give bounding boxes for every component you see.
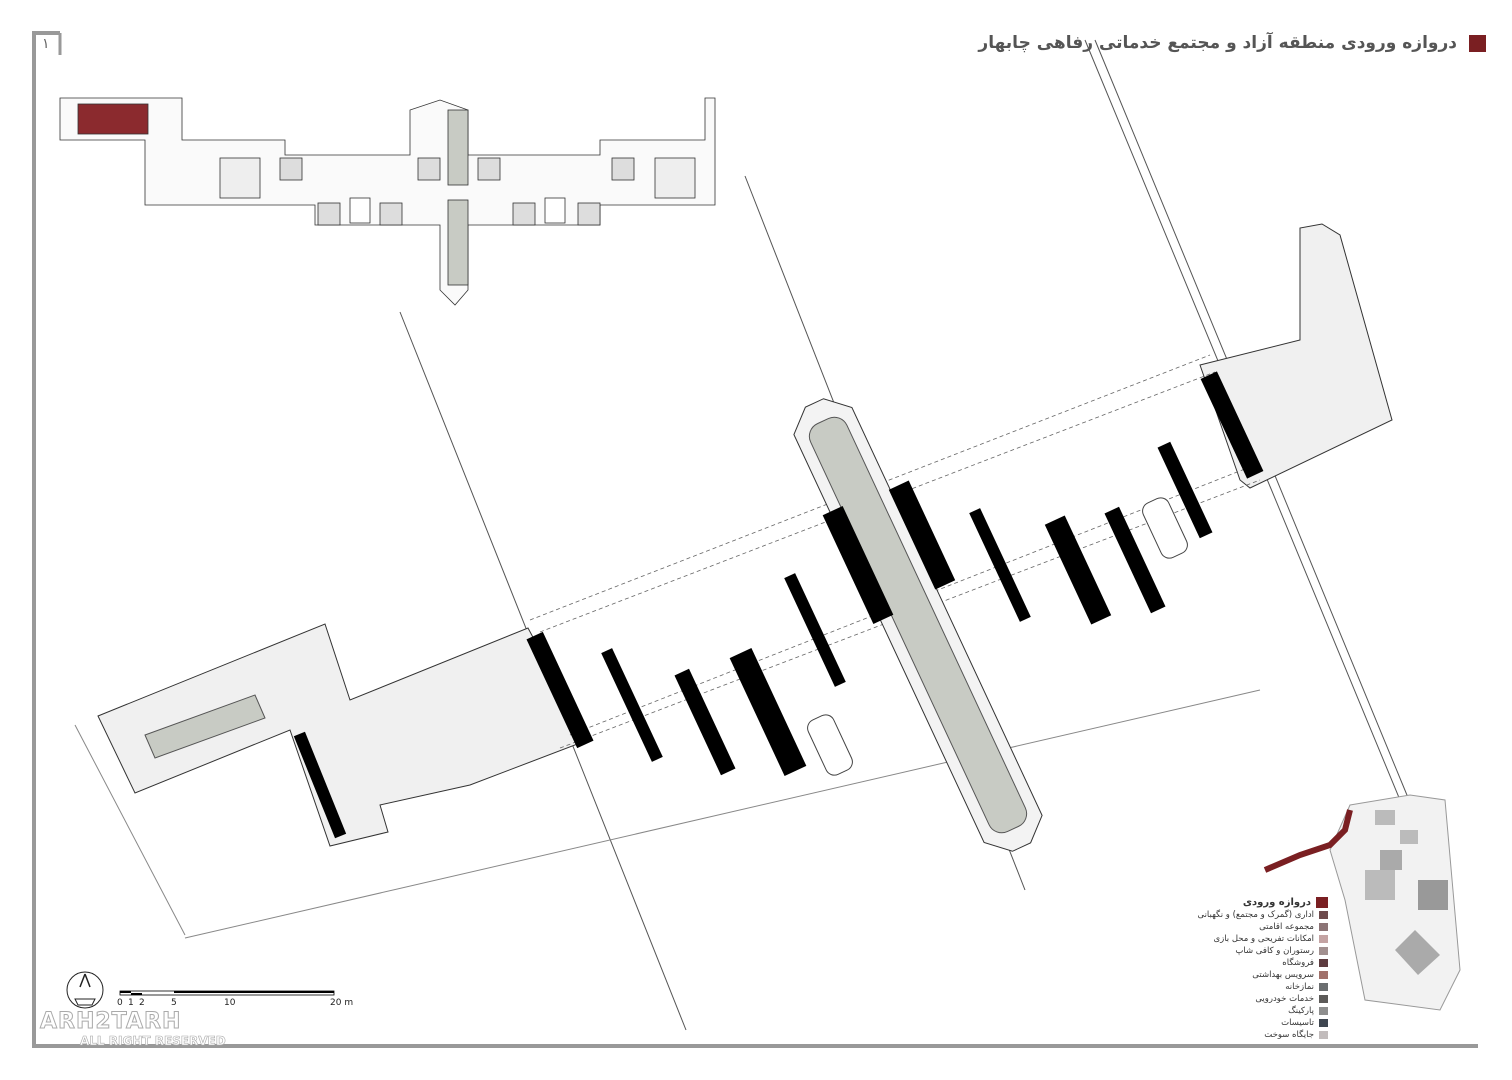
legend-swatch <box>1319 947 1328 955</box>
watermark-brand: ARH2TARH <box>39 1009 182 1034</box>
legend-label: سرویس بهداشتی <box>1252 969 1314 980</box>
legend-swatch <box>1319 1031 1328 1039</box>
legend-label: جایگاه سوخت <box>1264 1029 1314 1040</box>
legend-swatch <box>1319 935 1328 943</box>
sheet-number: ١ <box>42 36 50 52</box>
sheet-title: دروازه ورودی منطقه آزاد و مجتمع خدماتی ر… <box>978 33 1457 53</box>
scale-tick: 2 <box>139 998 145 1008</box>
legend-swatch <box>1319 911 1328 919</box>
legend-label: امکانات تفریحی و محل بازی <box>1213 933 1314 944</box>
legend-label: پارکینگ <box>1288 1005 1314 1016</box>
legend-item: رستوران و کافی شاپ <box>1150 945 1328 957</box>
north-arrow <box>66 971 104 1009</box>
legend-item: مجموعه اقامتی <box>1150 921 1328 933</box>
right-building <box>1199 223 1393 489</box>
legend-swatch <box>1319 1019 1328 1027</box>
car-icon <box>1142 497 1188 559</box>
scale-bar <box>119 990 335 996</box>
legend-swatch <box>1319 995 1328 1003</box>
legend: دروازه ورودی اداری (گمرک و مجتمع) و نگهب… <box>1150 895 1328 1041</box>
legend-swatch <box>1316 896 1328 908</box>
scale-tick: 0 <box>117 998 123 1008</box>
car-icon <box>807 714 853 776</box>
legend-item: جایگاه سوخت <box>1150 1029 1328 1041</box>
legend-label: اداری (گمرک و مجتمع) و نگهبانی <box>1197 909 1314 920</box>
legend-label: فروشگاه <box>1282 957 1314 968</box>
legend-item: خدمات خودرویی <box>1150 993 1328 1005</box>
ground-floor-plan <box>97 223 1393 852</box>
legend-swatch <box>1319 971 1328 979</box>
watermark-rights: ALL RIGHT RESERVED <box>80 1034 226 1048</box>
upper-level-plan <box>59 97 716 306</box>
legend-swatch <box>1319 1007 1328 1015</box>
scale-tick: 5 <box>171 998 177 1008</box>
legend-item: دروازه ورودی <box>1150 895 1328 909</box>
legend-item: تاسیسات <box>1150 1017 1328 1029</box>
scale-tick: 20 m <box>330 998 354 1008</box>
legend-swatch <box>1319 983 1328 991</box>
central-pool <box>793 398 1043 852</box>
legend-item: اداری (گمرک و مجتمع) و نگهبانی <box>1150 909 1328 921</box>
legend-item: امکانات تفریحی و محل بازی <box>1150 933 1328 945</box>
legend-item: نمازخانه <box>1150 981 1328 993</box>
legend-item: پارکینگ <box>1150 1005 1328 1017</box>
legend-label: دروازه ورودی <box>1242 896 1311 908</box>
legend-swatch <box>1319 959 1328 967</box>
wall-segments <box>293 371 1264 839</box>
legend-label: خدمات خودرویی <box>1255 993 1314 1004</box>
site-key-map <box>1263 794 1461 1011</box>
scale-tick: 1 <box>128 998 134 1008</box>
legend-label: رستوران و کافی شاپ <box>1235 945 1314 956</box>
scale-tick: 10 <box>224 998 236 1008</box>
title-color-mark <box>1469 35 1486 52</box>
legend-swatch <box>1319 923 1328 931</box>
left-building <box>97 623 589 847</box>
legend-label: مجموعه اقامتی <box>1259 921 1314 932</box>
legend-item: سرویس بهداشتی <box>1150 969 1328 981</box>
legend-label: تاسیسات <box>1281 1017 1314 1028</box>
legend-item: فروشگاه <box>1150 957 1328 969</box>
legend-label: نمازخانه <box>1285 981 1314 992</box>
sheet-border <box>32 31 1478 1048</box>
left-planter <box>144 694 266 759</box>
